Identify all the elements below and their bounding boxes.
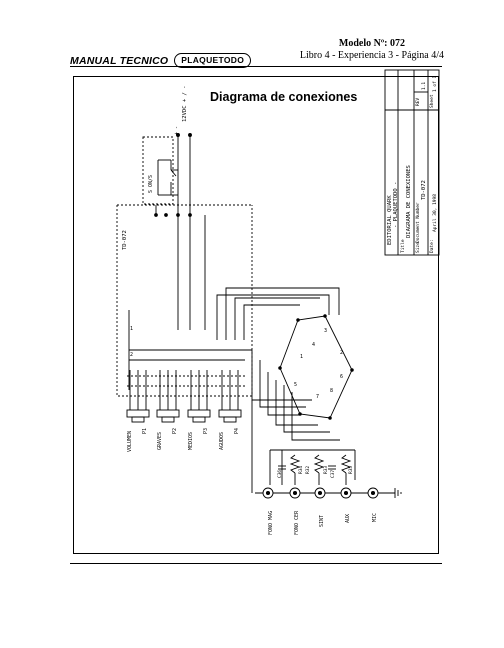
pin-5: 5 <box>294 382 297 388</box>
connector: 1 2 3 4 5 6 7 8 <box>278 314 354 420</box>
pin-8: 8 <box>330 388 333 394</box>
jack-mic: MIC <box>367 487 379 522</box>
pin-mark-b: 2 <box>130 352 133 358</box>
jack-aux-label: AUX <box>345 514 351 523</box>
board-label: TD-072 <box>122 230 128 250</box>
pot-2-name: GRAVES <box>157 432 163 450</box>
footer-rule <box>70 563 442 564</box>
jack-sint: SINT <box>314 487 326 527</box>
pin-6: 6 <box>340 374 343 380</box>
jack-fono-cer: FONO CER <box>289 487 301 535</box>
resistor-r34 <box>289 454 301 474</box>
pot-1-ref: P1 <box>142 428 148 434</box>
res-r35: R35 <box>348 466 354 474</box>
jack-fono-cer-label: FONO CER <box>294 510 300 535</box>
pot-1: VOLUMEN P1 <box>126 370 150 452</box>
header-rule <box>70 66 442 67</box>
book-info: Libro 4 - Experiencia 3 - Página 4/4 <box>299 50 444 61</box>
model-number: Modelo Nº: 072 <box>338 38 405 49</box>
resistor-r35 <box>340 454 352 474</box>
tb-rev-value: 1.1 <box>421 82 427 90</box>
pot-3: MEDIOS P3 <box>187 370 211 450</box>
res-r34: R34 <box>298 466 304 474</box>
tb-company: EDITORIAL QUARK <box>387 195 393 245</box>
res-r33: R33 <box>323 466 329 474</box>
pot-4-name: AGUDOS <box>219 432 225 450</box>
tb-date-value: April 30, 1998 <box>432 194 438 232</box>
jack-aux: AUX <box>340 487 352 523</box>
pin-3: 3 <box>324 328 327 334</box>
supply-label: 12VDC + / - <box>182 86 188 122</box>
switch-label: S ON/S <box>148 175 154 193</box>
jack-fono-mag-label: FONO MAG <box>268 511 274 535</box>
pin-mark-a: 1 <box>130 326 133 332</box>
pin-1: 1 <box>300 354 303 360</box>
tb-document-value: TD-072 <box>421 180 427 200</box>
jack-fono-mag: FONO MAG <box>262 487 274 535</box>
pot-2: GRAVES P2 <box>156 370 180 450</box>
supply-plus-minus: + - <box>174 126 180 135</box>
cap-c37: C37 <box>330 470 336 478</box>
pin-2: 2 <box>340 350 343 356</box>
header-left: MANUAL TECNICO PLAQUETODO <box>70 53 252 68</box>
manual-label: MANUAL TECNICO <box>70 54 169 67</box>
pot-1-name: VOLUMEN <box>127 431 133 452</box>
pot-4: AGUDOS P4 <box>218 370 242 450</box>
tb-title-label: Title <box>400 239 406 253</box>
pot-4-ref: P4 <box>234 428 240 434</box>
diagram-title: Diagrama de conexiones <box>210 90 358 104</box>
pin-4: 4 <box>312 342 315 348</box>
pin-7: 7 <box>316 394 319 400</box>
brand-logo: PLAQUETODO <box>174 53 252 68</box>
title-block: EDITORIAL QUARK - PLAQUETODO - Title DIA… <box>384 69 440 256</box>
tb-sheet-value: 1 of 1 <box>432 75 438 92</box>
power-section: 12VDC + / - + - S ON/S <box>142 86 192 217</box>
switch-box <box>142 136 174 205</box>
schematic-frame <box>73 76 439 554</box>
input-jacks: FONO MAG FONO CER SINT AUX MIC <box>251 400 402 535</box>
pot-3-ref: P3 <box>203 428 209 434</box>
jack-mic-label: MIC <box>372 513 378 522</box>
pot-3-name: MEDIOS <box>188 432 194 450</box>
tb-rev-label: REV <box>415 98 421 106</box>
tb-date-label: Date: <box>429 239 435 253</box>
input-network: C36 R34 R32 C37 R33 R35 <box>269 449 356 485</box>
tb-title-value: DIAGRAMA DE CONEXIONES <box>406 165 412 238</box>
tb-document-label: Document Number <box>415 202 421 243</box>
board-outline: TD-072 1 2 <box>116 204 253 397</box>
pot-2-ref: P2 <box>172 428 178 434</box>
tb-sheet-label: Sheet <box>429 94 435 108</box>
tb-brand: - PLAQUETODO - <box>393 182 399 228</box>
res-r32: R32 <box>305 466 311 474</box>
header-right: Modelo Nº: 072 Libro 4 - Experiencia 3 -… <box>300 38 444 62</box>
resistor-r32 <box>313 454 325 474</box>
cap-c36: C36 <box>277 470 283 478</box>
jack-sint-label: SINT <box>319 515 325 527</box>
tb-size-label: Size <box>415 242 421 253</box>
potentiometers: VOLUMEN P1 GRAVES P2 MEDIOS P3 AGUDOS P4 <box>126 370 245 452</box>
connector-wiring <box>216 287 340 441</box>
